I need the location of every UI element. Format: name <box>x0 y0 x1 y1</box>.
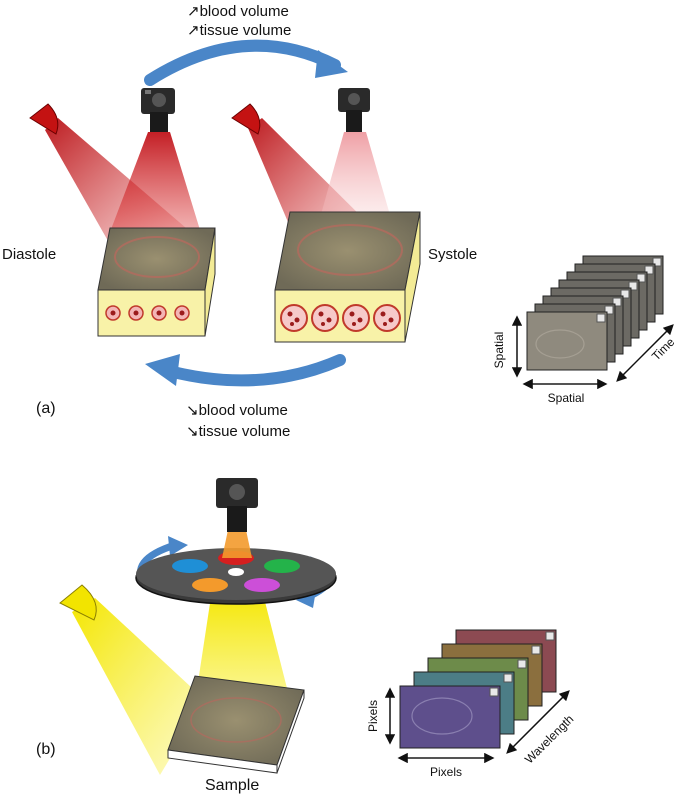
filter-wheel <box>135 548 337 605</box>
down-arrow-icon: ↘ <box>186 402 199 419</box>
hyperspectral-camera-icon <box>216 478 258 532</box>
time-frame-1 <box>526 311 608 371</box>
filter-green <box>264 559 300 573</box>
spatial-time-stack <box>511 255 674 390</box>
sample-slab <box>167 675 305 774</box>
down-arrow-icon: ↘ <box>186 423 199 440</box>
time-frame-feature <box>535 329 585 359</box>
filter-orange <box>192 578 228 592</box>
wavelength-frame-4-corner <box>531 645 541 655</box>
sample-label: Sample <box>205 777 260 794</box>
top-annotation-2-text: tissue volume <box>199 22 292 39</box>
top-cycle-arrow <box>144 39 341 86</box>
filter-magenta <box>244 578 280 592</box>
time-frame-3-corner <box>612 297 622 307</box>
wavelength-frame-1 <box>399 685 501 749</box>
systole-tissue-block <box>274 211 421 343</box>
bottom-annotation-2: ↘tissue volume <box>186 422 290 440</box>
top-annotation-1: ↗blood volume <box>187 2 289 20</box>
time-frame-4-corner <box>620 289 630 299</box>
yellow-lamp <box>59 584 97 621</box>
bottom-cycle-arrow <box>159 354 346 387</box>
panel-a-marker: (a) <box>36 400 56 417</box>
time-frame-1-corner <box>596 313 606 323</box>
bottom-annotation-1-text: blood volume <box>198 402 288 419</box>
top-cycle-arrowhead <box>315 50 348 78</box>
yellow-lamp-beam <box>72 598 205 775</box>
time-frame-7-corner <box>644 265 654 275</box>
bottom-cycle-arrowhead <box>145 354 180 386</box>
wavelength-frame-5-corner <box>545 631 555 641</box>
systole-camera-icon <box>338 88 370 132</box>
diastole-lamp <box>29 103 59 135</box>
bottom-annotation-2-text: tissue volume <box>198 423 291 440</box>
systole-label: Systole <box>428 246 478 263</box>
wavelength-frame-1-corner <box>489 687 499 697</box>
top-annotation-1-text: blood volume <box>199 3 289 20</box>
wavelength-frame-3-corner <box>517 659 527 669</box>
diastole-label: Diastole <box>2 246 57 263</box>
stack-a-depth-label: Time <box>649 335 678 364</box>
up-arrow-icon: ↗ <box>187 22 200 39</box>
wheel-camera-beam <box>222 530 252 558</box>
time-frame-5-corner <box>628 281 638 291</box>
wavelength-frame-feature <box>411 697 473 735</box>
stack-a-vertical-label: Spatial <box>492 332 506 369</box>
diastole-camera-icon <box>141 88 175 132</box>
up-arrow-icon: ↗ <box>187 3 200 20</box>
systole-lamp <box>231 103 261 135</box>
diastole-camera-beam <box>110 132 200 232</box>
wavelength-frame-2-corner <box>503 673 513 683</box>
filter-blue <box>172 559 208 573</box>
stack-b-horizontal-label: Pixels <box>430 765 462 779</box>
wheel-to-sample-beam <box>195 590 290 702</box>
stack-a-horizontal-label: Spatial <box>548 391 585 405</box>
systole-camera-beam <box>320 132 390 218</box>
top-annotation-2: ↗tissue volume <box>187 21 291 39</box>
time-frame-6-corner <box>636 273 646 283</box>
pixels-wavelength-stack <box>384 629 570 764</box>
time-frame-8-corner <box>652 257 662 267</box>
stack-b-depth-label: Wavelength <box>522 712 576 766</box>
stack-b-vertical-label: Pixels <box>366 700 380 732</box>
bottom-annotation-1: ↘blood volume <box>186 401 288 419</box>
diastole-tissue-block <box>97 227 216 337</box>
panel-b-marker: (b) <box>36 741 56 758</box>
time-frame-2-corner <box>604 305 614 315</box>
